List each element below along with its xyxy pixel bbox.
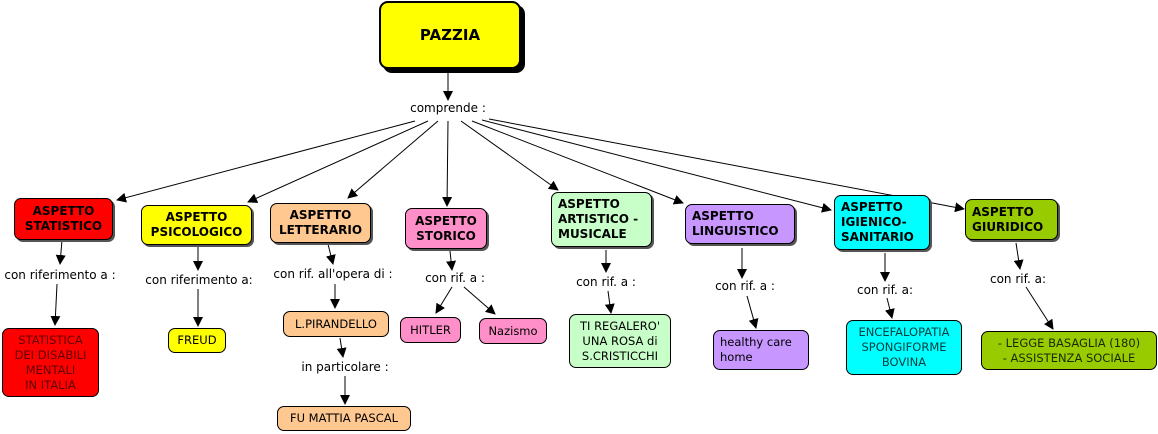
node-fu-mattia-pascal[interactable]: FU MATTIA PASCAL <box>277 406 411 431</box>
node-legge-basaglia[interactable]: - LEGGE BASAGLIA (180) - ASSISTENZA SOCI… <box>981 331 1157 370</box>
arrow-to-artistico <box>460 120 559 191</box>
node-nazismo[interactable]: Nazismo <box>479 318 547 344</box>
arrow-storico-hitler <box>435 286 453 314</box>
node-statistica-disabili[interactable]: STATISTICA DEI DISABILI MENTALI IN ITALI… <box>2 328 99 397</box>
arrow-letterario-link <box>325 243 336 265</box>
link-phrase-artistico: con rif. a : <box>574 275 638 289</box>
link-phrase-statistico: con riferimento a : <box>2 268 118 282</box>
root-concept-pazzia[interactable]: PAZZIA <box>379 1 521 69</box>
arrow-statistico-link <box>55 239 66 265</box>
arrow-igienico-child <box>884 297 895 319</box>
concept-aspetto-giuridico[interactable]: ASPETTO GIURIDICO <box>965 199 1058 240</box>
arrow-storico-nazismo <box>463 286 496 315</box>
arrow-to-letterario <box>347 120 439 199</box>
link-phrase-giuridico: con rif. a: <box>987 272 1049 286</box>
link-phrase-igienico: con rif. a: <box>854 283 916 297</box>
concept-aspetto-psicologico[interactable]: ASPETTO PSICOLOGICO <box>141 205 252 245</box>
concept-aspetto-statistico[interactable]: ASPETTO STATISTICO <box>14 198 113 240</box>
arrow-to-psicologico <box>247 120 429 203</box>
node-pirandello[interactable]: L.PIRANDELLO <box>283 311 389 337</box>
node-encefalopatia[interactable]: ENCEFALOPATIA SPONGIFORME BOVINA <box>846 320 962 375</box>
arrow-artistico-child <box>604 290 615 314</box>
arrow-to-linguistico <box>471 120 684 205</box>
arrow-storico-link <box>446 250 457 271</box>
arrow-statistico-child <box>50 283 61 326</box>
concept-aspetto-artistico-musicale[interactable]: ASPETTO ARTISTICO - MUSICALE <box>551 192 652 247</box>
arrow-to-statistico <box>116 120 416 203</box>
arrow-to-igienico <box>481 119 832 213</box>
arrow-to-giuridico <box>488 118 965 213</box>
concept-aspetto-igienico-sanitario[interactable]: ASPETTO IGIENICO- SANITARIO <box>834 195 930 250</box>
link-phrase-linguistico: con rif. a : <box>713 279 777 293</box>
concept-aspetto-linguistico[interactable]: ASPETTO LINGUISTICO <box>685 204 795 244</box>
link-phrase-psicologico: con riferimento a: <box>143 273 255 287</box>
node-ti-regalero-una-rosa[interactable]: TI REGALERO' UNA ROSA di S.CRISTICCHI <box>569 314 671 368</box>
arrow-linguistico-child <box>746 295 759 329</box>
node-freud[interactable]: FREUD <box>168 328 226 353</box>
root-link-phrase: comprende : <box>408 101 488 115</box>
arrow-giuridico-child <box>1025 286 1054 330</box>
arrow-pirandello-link <box>336 337 347 358</box>
link-phrase-storico: con rif. a : <box>423 271 487 285</box>
arrow-to-storico <box>442 120 453 207</box>
node-healthy-care-home[interactable]: healthy care home <box>713 330 809 370</box>
concept-aspetto-storico[interactable]: ASPETTO STORICO <box>405 208 487 249</box>
node-hitler[interactable]: HITLER <box>400 317 461 343</box>
arrow-giuridico-link <box>1013 242 1024 270</box>
link-phrase-letterario: con rif. all'opera di : <box>271 267 395 281</box>
concept-aspetto-letterario[interactable]: ASPETTO LETTERARIO <box>270 203 371 243</box>
link-phrase-pirandello: in particolare : <box>299 360 391 374</box>
